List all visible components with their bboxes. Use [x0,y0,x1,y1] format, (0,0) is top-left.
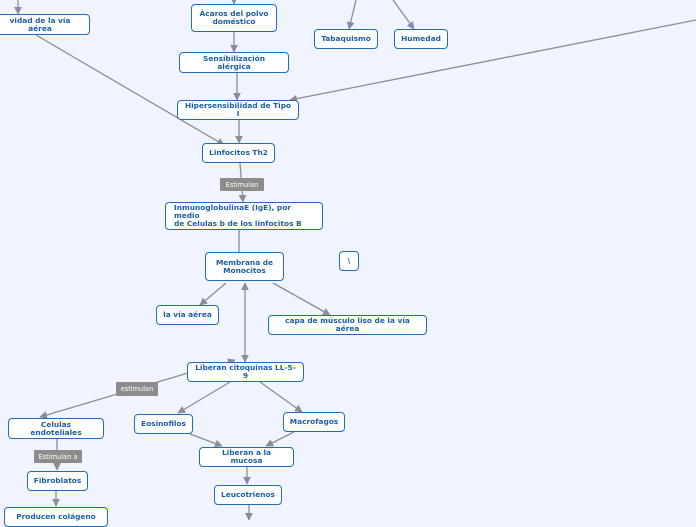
node-eosinofilos[interactable]: Eosinofilos [134,414,193,434]
edge-citoquinas-endoteliales [39,372,189,419]
node-ige[interactable]: InmunoglobulinaE (IgE), por medio de Cel… [165,202,323,230]
node-celulas-endoteliales[interactable]: Celulas endoteliales [8,418,104,439]
node-membrana[interactable]: Membrana de Monocitos [205,252,284,281]
label-estimulan: Estimulan [220,178,264,191]
node-humedad[interactable]: Humedad [394,29,448,49]
node-backslash[interactable]: \ [339,251,359,271]
label-estimulan-a: Estimulan a [34,450,82,463]
edge-farright-hipersensibilidad [289,19,696,103]
node-tabaquismo[interactable]: Tabaquismo [314,29,378,49]
edge-citoquinas-macrofagos [259,381,303,413]
node-macrofagos[interactable]: Macrofagos [283,412,345,432]
edge-viaaerea-linfocitos [35,34,225,146]
edge-eosinofilos-mucosa [189,433,223,448]
node-mucosa[interactable]: Liberan a la mucosa [199,447,294,467]
node-via-aerea-reactividad[interactable]: vidad de la vía aérea [0,14,90,35]
node-acaros[interactable]: Ácaros del polvo doméstico [191,4,277,32]
edge-macrofagos-mucosa [265,431,295,447]
node-sensibilizacion[interactable]: Sensibilización alérgica [179,52,289,73]
edge-membrana-musculo [272,282,331,316]
node-musculo-liso[interactable]: capa de músculo liso de la vía aérea [268,315,427,335]
node-via-aerea[interactable]: la vía aérea [156,305,219,325]
edge-top-humedad [392,0,415,30]
edge-citoquinas-eosinofilos [177,381,231,414]
node-linfocitos-th2[interactable]: Linfocitos Th2 [202,143,275,163]
node-leucotrienos[interactable]: Leucotrienos [214,485,282,505]
edge-membrana-viaaerea [199,282,227,306]
node-citoquinas[interactable]: Liberan citoquinas LL-5-9 [187,362,304,382]
node-colageno[interactable]: Producen colágeno [4,507,108,527]
node-fibroblatos[interactable]: Fibroblatos [27,471,88,491]
label-estimulan-2: estimulan [116,382,158,396]
edge-top-tabaquismo [346,0,357,30]
node-hipersensibilidad[interactable]: Hipersensibilidad de Tipo I [177,100,299,120]
